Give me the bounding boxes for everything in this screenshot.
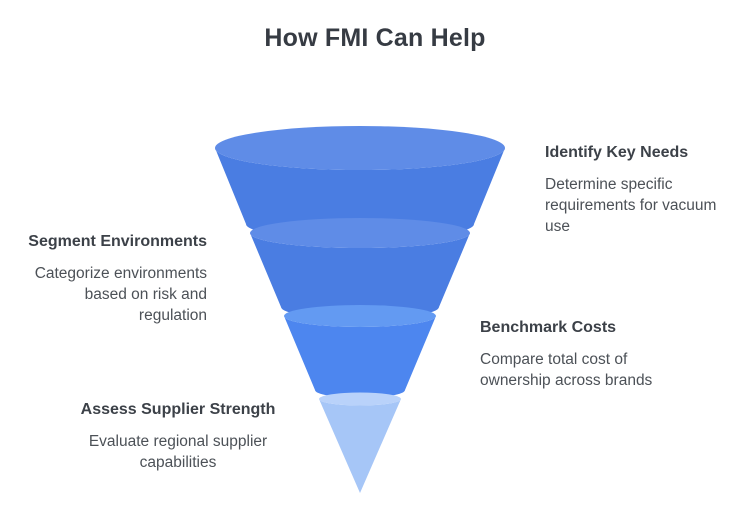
label-body: Evaluate regional supplier capabilities [88,433,268,472]
funnel-segment-2-body [250,233,470,319]
label-heading: Assess Supplier Strength [80,401,276,418]
label-heading: Identify Key Needs [545,144,689,161]
funnel-segment-2-top [250,218,470,248]
label-body: Determine specific requirements for vacu… [545,176,717,236]
label-body: Categorize environments based on risk an… [34,265,207,325]
funnel-segment-benchmark-costs [284,305,436,398]
funnel-segment-4-body [319,399,401,493]
label-heading: Segment Environments [28,233,207,250]
funnel-segment-3-top [284,305,436,327]
label-heading: Benchmark Costs [480,319,617,336]
funnel-segment-assess-supplier-strength [319,392,401,493]
label-benchmark-costs: Benchmark Costs Compare total cost of ow… [480,318,680,392]
label-segment-environments: Segment Environments Categorize environm… [15,232,207,327]
funnel-segment-identify-key-needs [215,126,505,240]
label-identify-key-needs: Identify Key Needs Determine specific re… [545,143,725,238]
label-body: Compare total cost of ownership across b… [480,351,653,390]
funnel-segment-segment-environments [250,218,470,319]
label-assess-supplier-strength: Assess Supplier Strength Evaluate region… [78,400,278,474]
page-title: How FMI Can Help [264,24,486,52]
funnel-segment-1-top [215,126,505,170]
funnel-segment-3-body [284,316,436,398]
funnel-segment-1-body [215,148,505,240]
funnel-segment-4-top [319,392,401,406]
